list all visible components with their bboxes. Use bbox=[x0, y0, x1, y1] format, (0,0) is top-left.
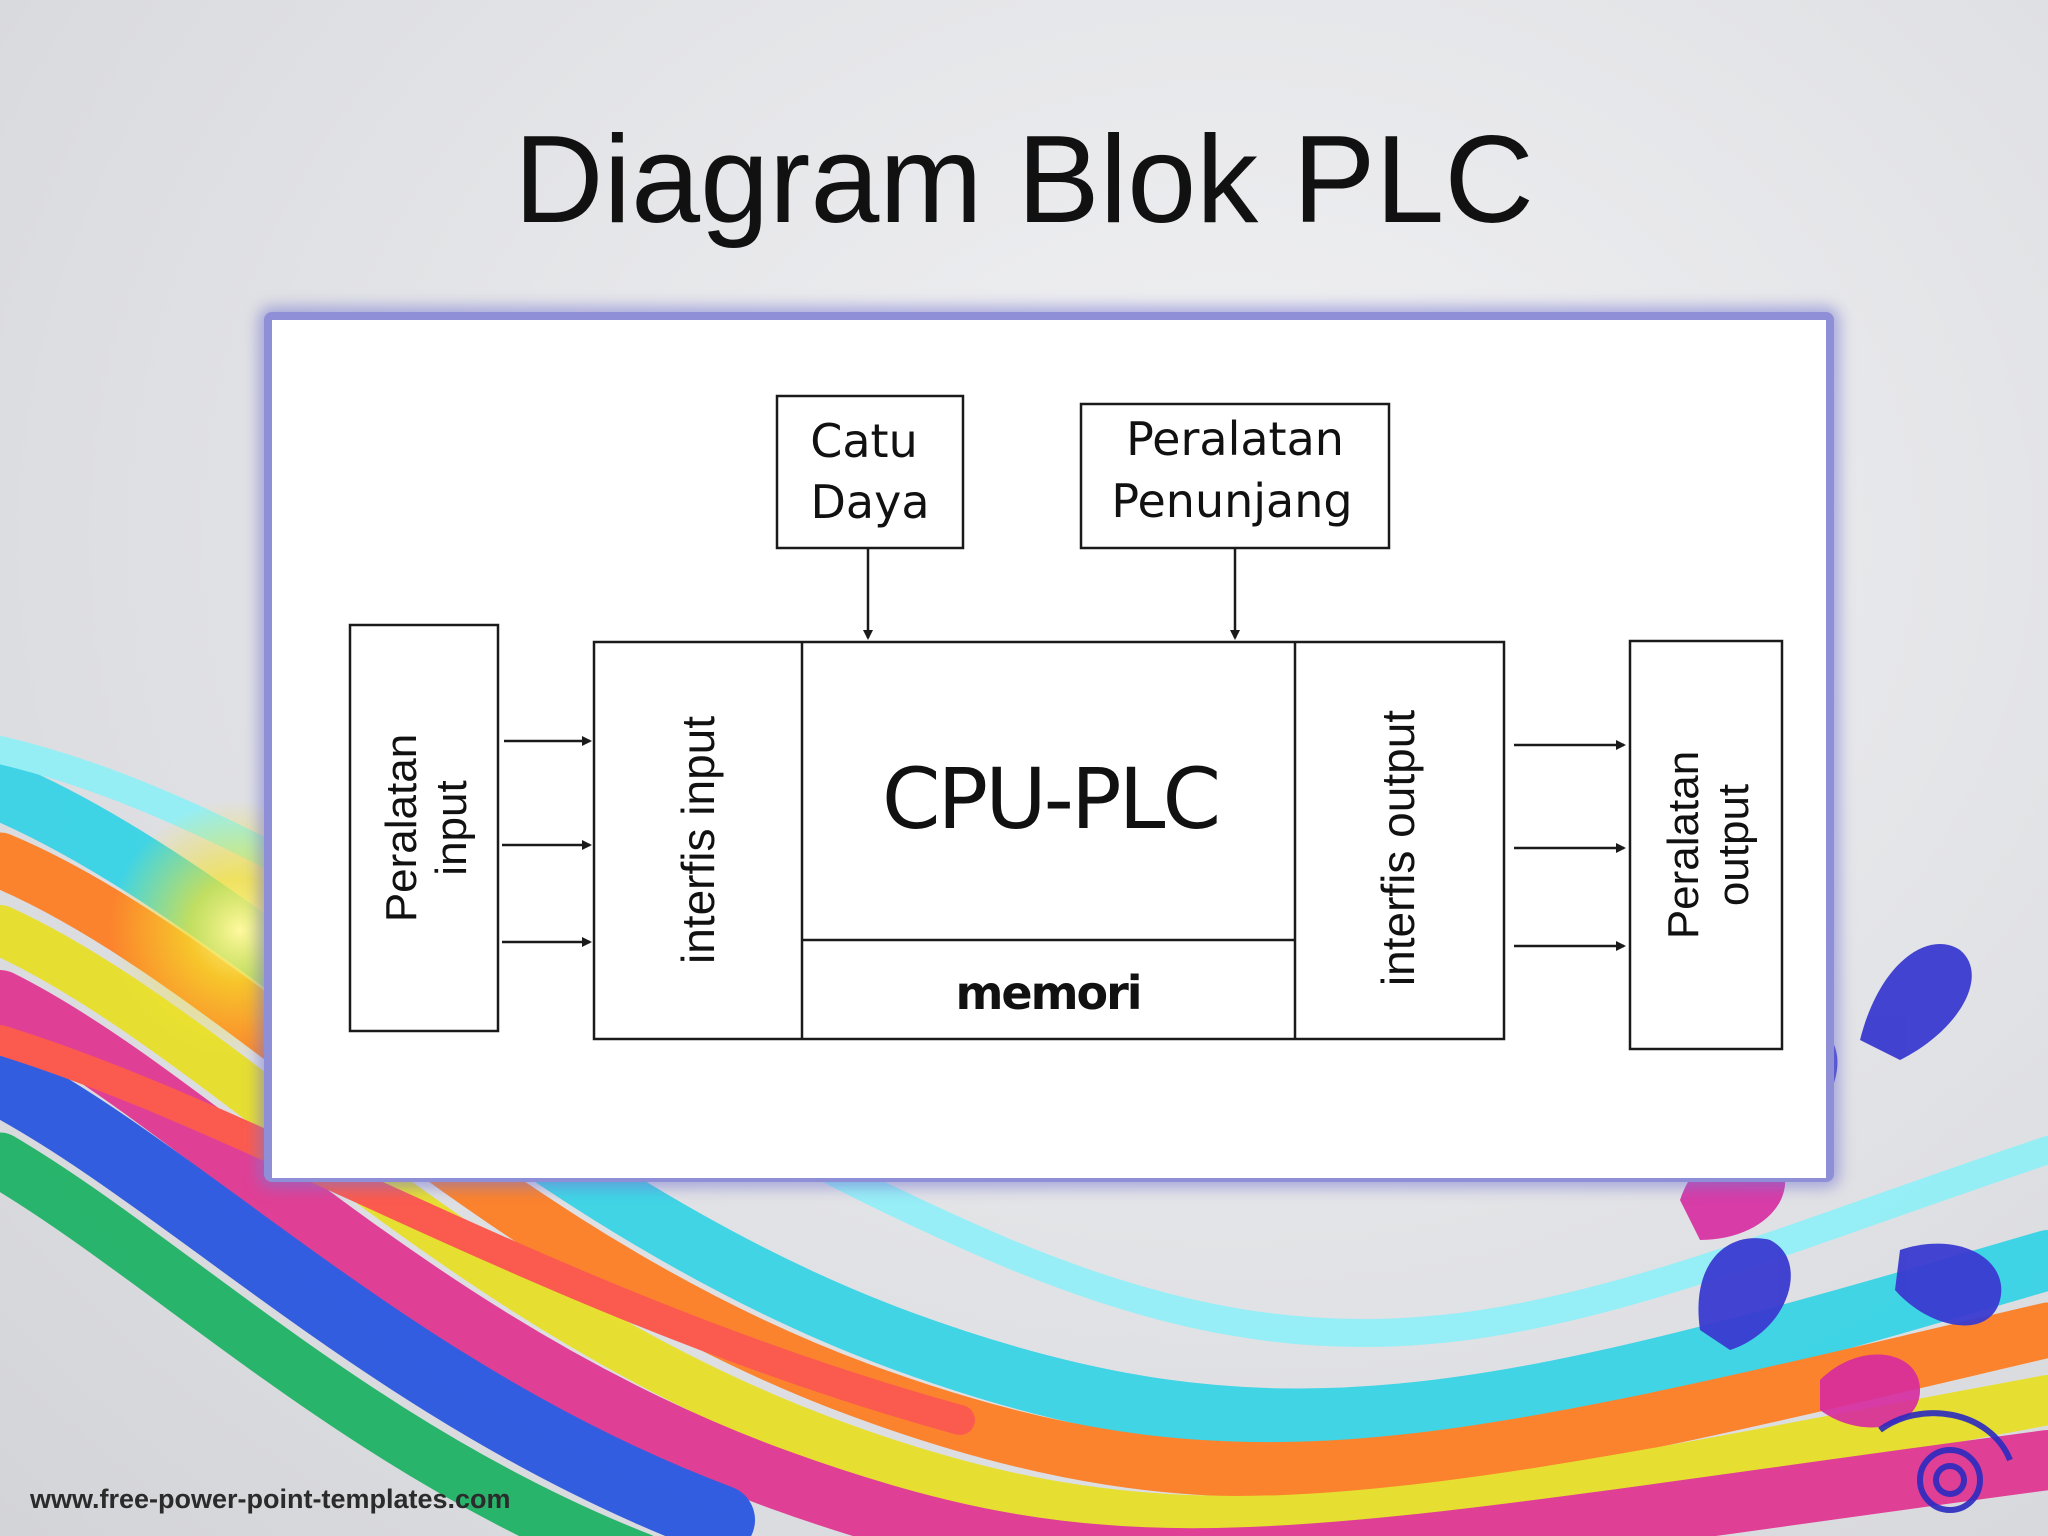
support-devices-label-line1: Peralatan bbox=[1126, 412, 1344, 466]
input-devices-label-line2: input bbox=[427, 780, 476, 875]
input-devices-label-line1: Peralatan bbox=[377, 734, 426, 922]
cpu-label: CPU-PLC bbox=[882, 750, 1218, 848]
output-devices-label-line2: output bbox=[1709, 784, 1758, 906]
output-devices-box bbox=[1628, 639, 1784, 1051]
input-devices-box bbox=[348, 623, 500, 1033]
plc-block-diagram: Catu Daya Peralatan Penunjang Peralatan … bbox=[348, 394, 1784, 1051]
diagram-panel: Catu Daya Peralatan Penunjang Peralatan … bbox=[272, 320, 1826, 1178]
plc-main-box bbox=[592, 640, 1506, 1041]
power-supply-box bbox=[775, 394, 965, 550]
input-interface-label: interfis input bbox=[672, 716, 724, 964]
power-supply-label-line1: Catu bbox=[810, 414, 918, 468]
power-supply-label-line2: Daya bbox=[810, 475, 929, 529]
support-devices-label-line2: Penunjang bbox=[1111, 474, 1352, 528]
slide-title: Diagram Blok PLC bbox=[514, 111, 1534, 249]
memory-label: memori bbox=[955, 966, 1140, 1020]
output-interface-label: interfis output bbox=[1372, 710, 1424, 986]
output-devices-label-line1: Peralatan bbox=[1659, 751, 1708, 939]
footer-url: www.free-power-point-templates.com bbox=[30, 1484, 511, 1514]
